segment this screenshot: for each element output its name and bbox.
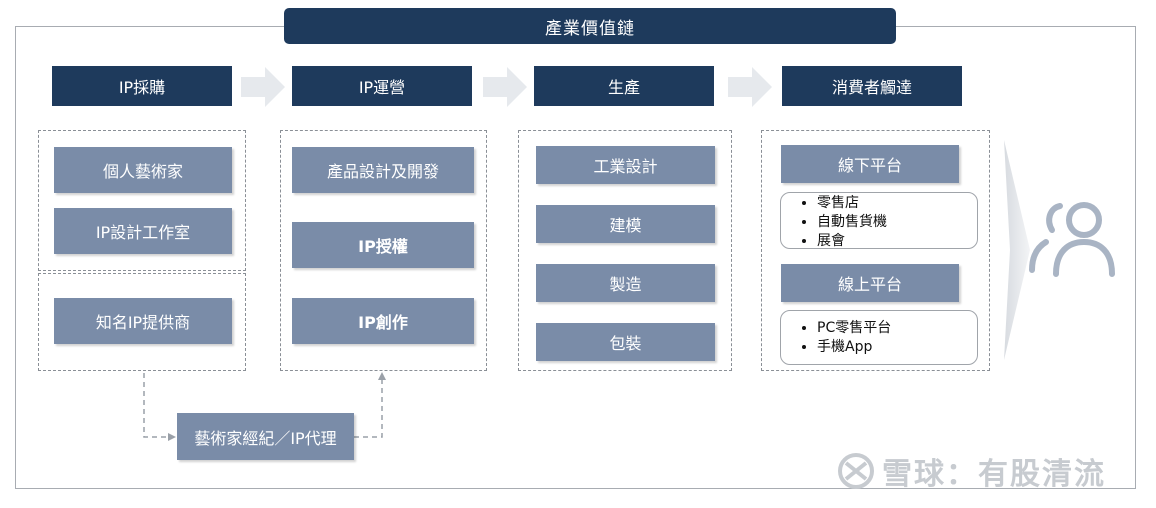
offline-platform-list: 零售店 自動售貨機 展會 bbox=[780, 192, 978, 249]
stage-ip-operation: IP運營 bbox=[292, 66, 472, 106]
arrow-right-icon bbox=[728, 67, 772, 107]
diagram-title: 產業價值鏈 bbox=[284, 8, 896, 44]
large-chevron-right-icon bbox=[1004, 140, 1030, 360]
list-item: 自動售貨機 bbox=[817, 213, 977, 232]
ip-licensing-box: IP授權 bbox=[292, 222, 474, 268]
snowball-logo-icon bbox=[838, 453, 874, 489]
ip-design-studio-box: IP設計工作室 bbox=[54, 208, 232, 254]
arrow-right-icon bbox=[483, 67, 527, 107]
ip-operation-group bbox=[280, 130, 487, 371]
stage-production: 生產 bbox=[534, 66, 714, 106]
artist-agent-box: 藝術家經紀／IP代理 bbox=[177, 413, 354, 460]
manufacturing-box: 製造 bbox=[536, 264, 715, 302]
individual-artist-box: 個人藝術家 bbox=[54, 147, 232, 193]
famous-ip-provider-box: 知名IP提供商 bbox=[54, 298, 232, 344]
stage-consumer-reach: 消費者觸達 bbox=[782, 66, 962, 106]
product-design-box: 產品設計及開發 bbox=[292, 147, 474, 193]
ip-purchase-group-top bbox=[38, 130, 246, 271]
list-item: 零售店 bbox=[817, 194, 977, 213]
modeling-box: 建模 bbox=[536, 205, 715, 243]
list-item: 展會 bbox=[817, 232, 977, 251]
watermark: 雪球：有股清流 bbox=[836, 448, 1106, 494]
stage-ip-purchase: IP採購 bbox=[52, 66, 232, 106]
list-item: PC零售平台 bbox=[817, 319, 977, 338]
ip-purchase-group-bottom bbox=[38, 273, 246, 371]
packaging-box: 包裝 bbox=[536, 323, 715, 361]
consumers-icon bbox=[1029, 202, 1115, 277]
watermark-text: 雪球：有股清流 bbox=[882, 457, 1106, 492]
production-group bbox=[518, 130, 732, 371]
arrow-right-icon bbox=[241, 67, 285, 107]
offline-platform-box: 線下平台 bbox=[781, 145, 959, 183]
industrial-design-box: 工業設計 bbox=[536, 146, 715, 184]
consumer-reach-group bbox=[761, 130, 990, 371]
list-item: 手機App bbox=[817, 338, 977, 357]
online-platform-list: PC零售平台 手機App bbox=[780, 310, 978, 365]
online-platform-box: 線上平台 bbox=[781, 264, 959, 302]
ip-creation-box: IP創作 bbox=[292, 298, 474, 344]
